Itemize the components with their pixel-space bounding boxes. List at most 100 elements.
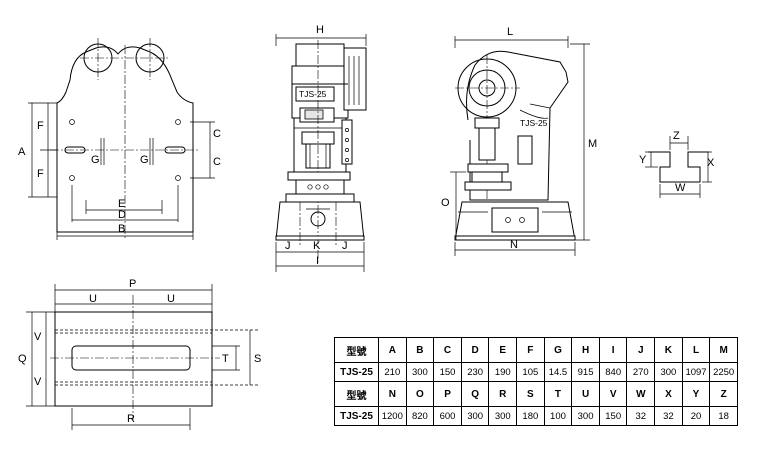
dim-label-q: Q bbox=[18, 353, 27, 365]
spec-cell: P bbox=[433, 380, 462, 408]
dim-label-o: O bbox=[441, 197, 450, 209]
spec-cell: Y bbox=[681, 380, 711, 408]
dim-label-j-left: J bbox=[285, 240, 291, 252]
dim-label-y: Y bbox=[639, 154, 647, 166]
dim-label-f-top: F bbox=[37, 120, 44, 132]
dim-label-v-top: V bbox=[34, 331, 42, 343]
dim-label-u-right: U bbox=[167, 293, 175, 305]
side-machine-label: TJS-25 bbox=[520, 118, 548, 128]
spec-cell: Z bbox=[709, 380, 738, 408]
dim-label-v-bottom: V bbox=[34, 376, 42, 388]
spec-cell: A bbox=[378, 336, 407, 364]
spec-cell: 32 bbox=[654, 406, 683, 426]
spec-cell: T bbox=[543, 380, 573, 408]
spec-header-row-2: 型號 N O P Q R S T U V W X Y Z bbox=[334, 380, 738, 408]
spec-cell: 915 bbox=[571, 362, 600, 382]
spec-cell: TJS-25 bbox=[334, 406, 379, 426]
spec-cell: 150 bbox=[598, 406, 628, 426]
t-slot-detail-view: Z Y X W bbox=[639, 130, 715, 198]
dim-label-k: K bbox=[313, 240, 321, 252]
dim-label-g-right: G bbox=[140, 154, 149, 166]
spec-cell: 18 bbox=[709, 406, 738, 426]
base-plate-view: A F F C C G G E D B bbox=[18, 38, 221, 240]
dim-label-a: A bbox=[18, 146, 26, 158]
spec-cell: W bbox=[626, 380, 656, 408]
spec-cell: 820 bbox=[405, 406, 435, 426]
dim-label-n: N bbox=[510, 239, 518, 251]
side-elevation-view: L M TJS-25 O N bbox=[441, 26, 597, 256]
spec-cell: I bbox=[598, 336, 628, 364]
spec-cell: 100 bbox=[543, 406, 573, 426]
spec-cell: 300 bbox=[460, 406, 490, 426]
spec-cell: 1200 bbox=[378, 406, 407, 426]
spec-cell: J bbox=[626, 336, 656, 364]
dim-label-c-top: C bbox=[213, 128, 221, 140]
dim-label-u-left: U bbox=[89, 293, 97, 305]
dim-label-w: W bbox=[675, 182, 686, 194]
dim-label-s: S bbox=[254, 353, 261, 365]
spec-cell: 230 bbox=[460, 362, 490, 382]
dim-label-f-bottom: F bbox=[37, 168, 44, 180]
dim-label-t: T bbox=[222, 353, 229, 365]
spec-cell: 型號 bbox=[334, 380, 379, 408]
dim-label-j-right: J bbox=[342, 240, 348, 252]
front-machine-label: TJS-25 bbox=[299, 89, 327, 99]
spec-cell: 300 bbox=[488, 406, 518, 426]
spec-cell: 190 bbox=[488, 362, 518, 382]
spec-cell: 300 bbox=[405, 362, 435, 382]
spec-cell: 2250 bbox=[709, 362, 738, 382]
spec-cell: F bbox=[516, 336, 545, 364]
dim-label-b: B bbox=[118, 223, 125, 235]
spec-cell: G bbox=[543, 336, 573, 364]
spec-cell: 1097 bbox=[681, 362, 711, 382]
spec-cell: 600 bbox=[433, 406, 462, 426]
dim-label-g-left: G bbox=[91, 154, 100, 166]
spec-cell: 840 bbox=[598, 362, 628, 382]
spec-cell: O bbox=[405, 380, 435, 408]
spec-cell: X bbox=[654, 380, 683, 408]
dim-label-e: E bbox=[118, 198, 125, 210]
table-top-view: P U U Q V V R T S bbox=[18, 278, 261, 430]
spec-cell: U bbox=[571, 380, 600, 408]
spec-cell: B bbox=[405, 336, 435, 364]
spec-cell: TJS-25 bbox=[334, 362, 379, 382]
spec-cell: E bbox=[488, 336, 518, 364]
spec-cell: N bbox=[378, 380, 407, 408]
spec-cell: R bbox=[488, 380, 518, 408]
dim-label-r: R bbox=[127, 413, 135, 425]
dim-label-c-bottom: C bbox=[213, 156, 221, 168]
spec-cell: 270 bbox=[626, 362, 656, 382]
spec-table: 型號 A B C D E F G H I J K L M TJS-25 210 … bbox=[334, 336, 738, 426]
spec-cell: 型號 bbox=[334, 336, 379, 364]
dim-label-z: Z bbox=[673, 130, 680, 142]
spec-cell: 105 bbox=[516, 362, 545, 382]
spec-cell: S bbox=[516, 380, 545, 408]
spec-cell: H bbox=[571, 336, 600, 364]
spec-cell: 300 bbox=[654, 362, 683, 382]
dim-label-x: X bbox=[707, 157, 715, 169]
spec-cell: C bbox=[433, 336, 462, 364]
spec-cell: 20 bbox=[681, 406, 711, 426]
dim-label-d: D bbox=[118, 209, 126, 221]
spec-cell: D bbox=[460, 336, 490, 364]
spec-cell: Q bbox=[460, 380, 490, 408]
spec-value-row-1: TJS-25 210 300 150 230 190 105 14.5 915 … bbox=[334, 362, 738, 382]
spec-cell: 32 bbox=[626, 406, 656, 426]
spec-cell: M bbox=[709, 336, 738, 364]
spec-cell: L bbox=[681, 336, 711, 364]
spec-value-row-2: TJS-25 1200 820 600 300 300 180 100 300 … bbox=[334, 406, 738, 426]
spec-cell: 180 bbox=[516, 406, 545, 426]
spec-cell: 14.5 bbox=[543, 362, 573, 382]
front-elevation-view: H TJS-25 bbox=[275, 24, 367, 272]
spec-cell: 150 bbox=[433, 362, 462, 382]
spec-header-row-1: 型號 A B C D E F G H I J K L M bbox=[334, 336, 738, 364]
dim-label-m: M bbox=[588, 138, 597, 150]
dim-label-i: I bbox=[316, 255, 319, 267]
dim-label-l: L bbox=[507, 26, 513, 38]
spec-cell: V bbox=[598, 380, 628, 408]
dim-label-h: H bbox=[316, 24, 324, 36]
dim-label-p: P bbox=[129, 278, 136, 290]
spec-cell: 210 bbox=[378, 362, 407, 382]
spec-cell: 300 bbox=[571, 406, 600, 426]
